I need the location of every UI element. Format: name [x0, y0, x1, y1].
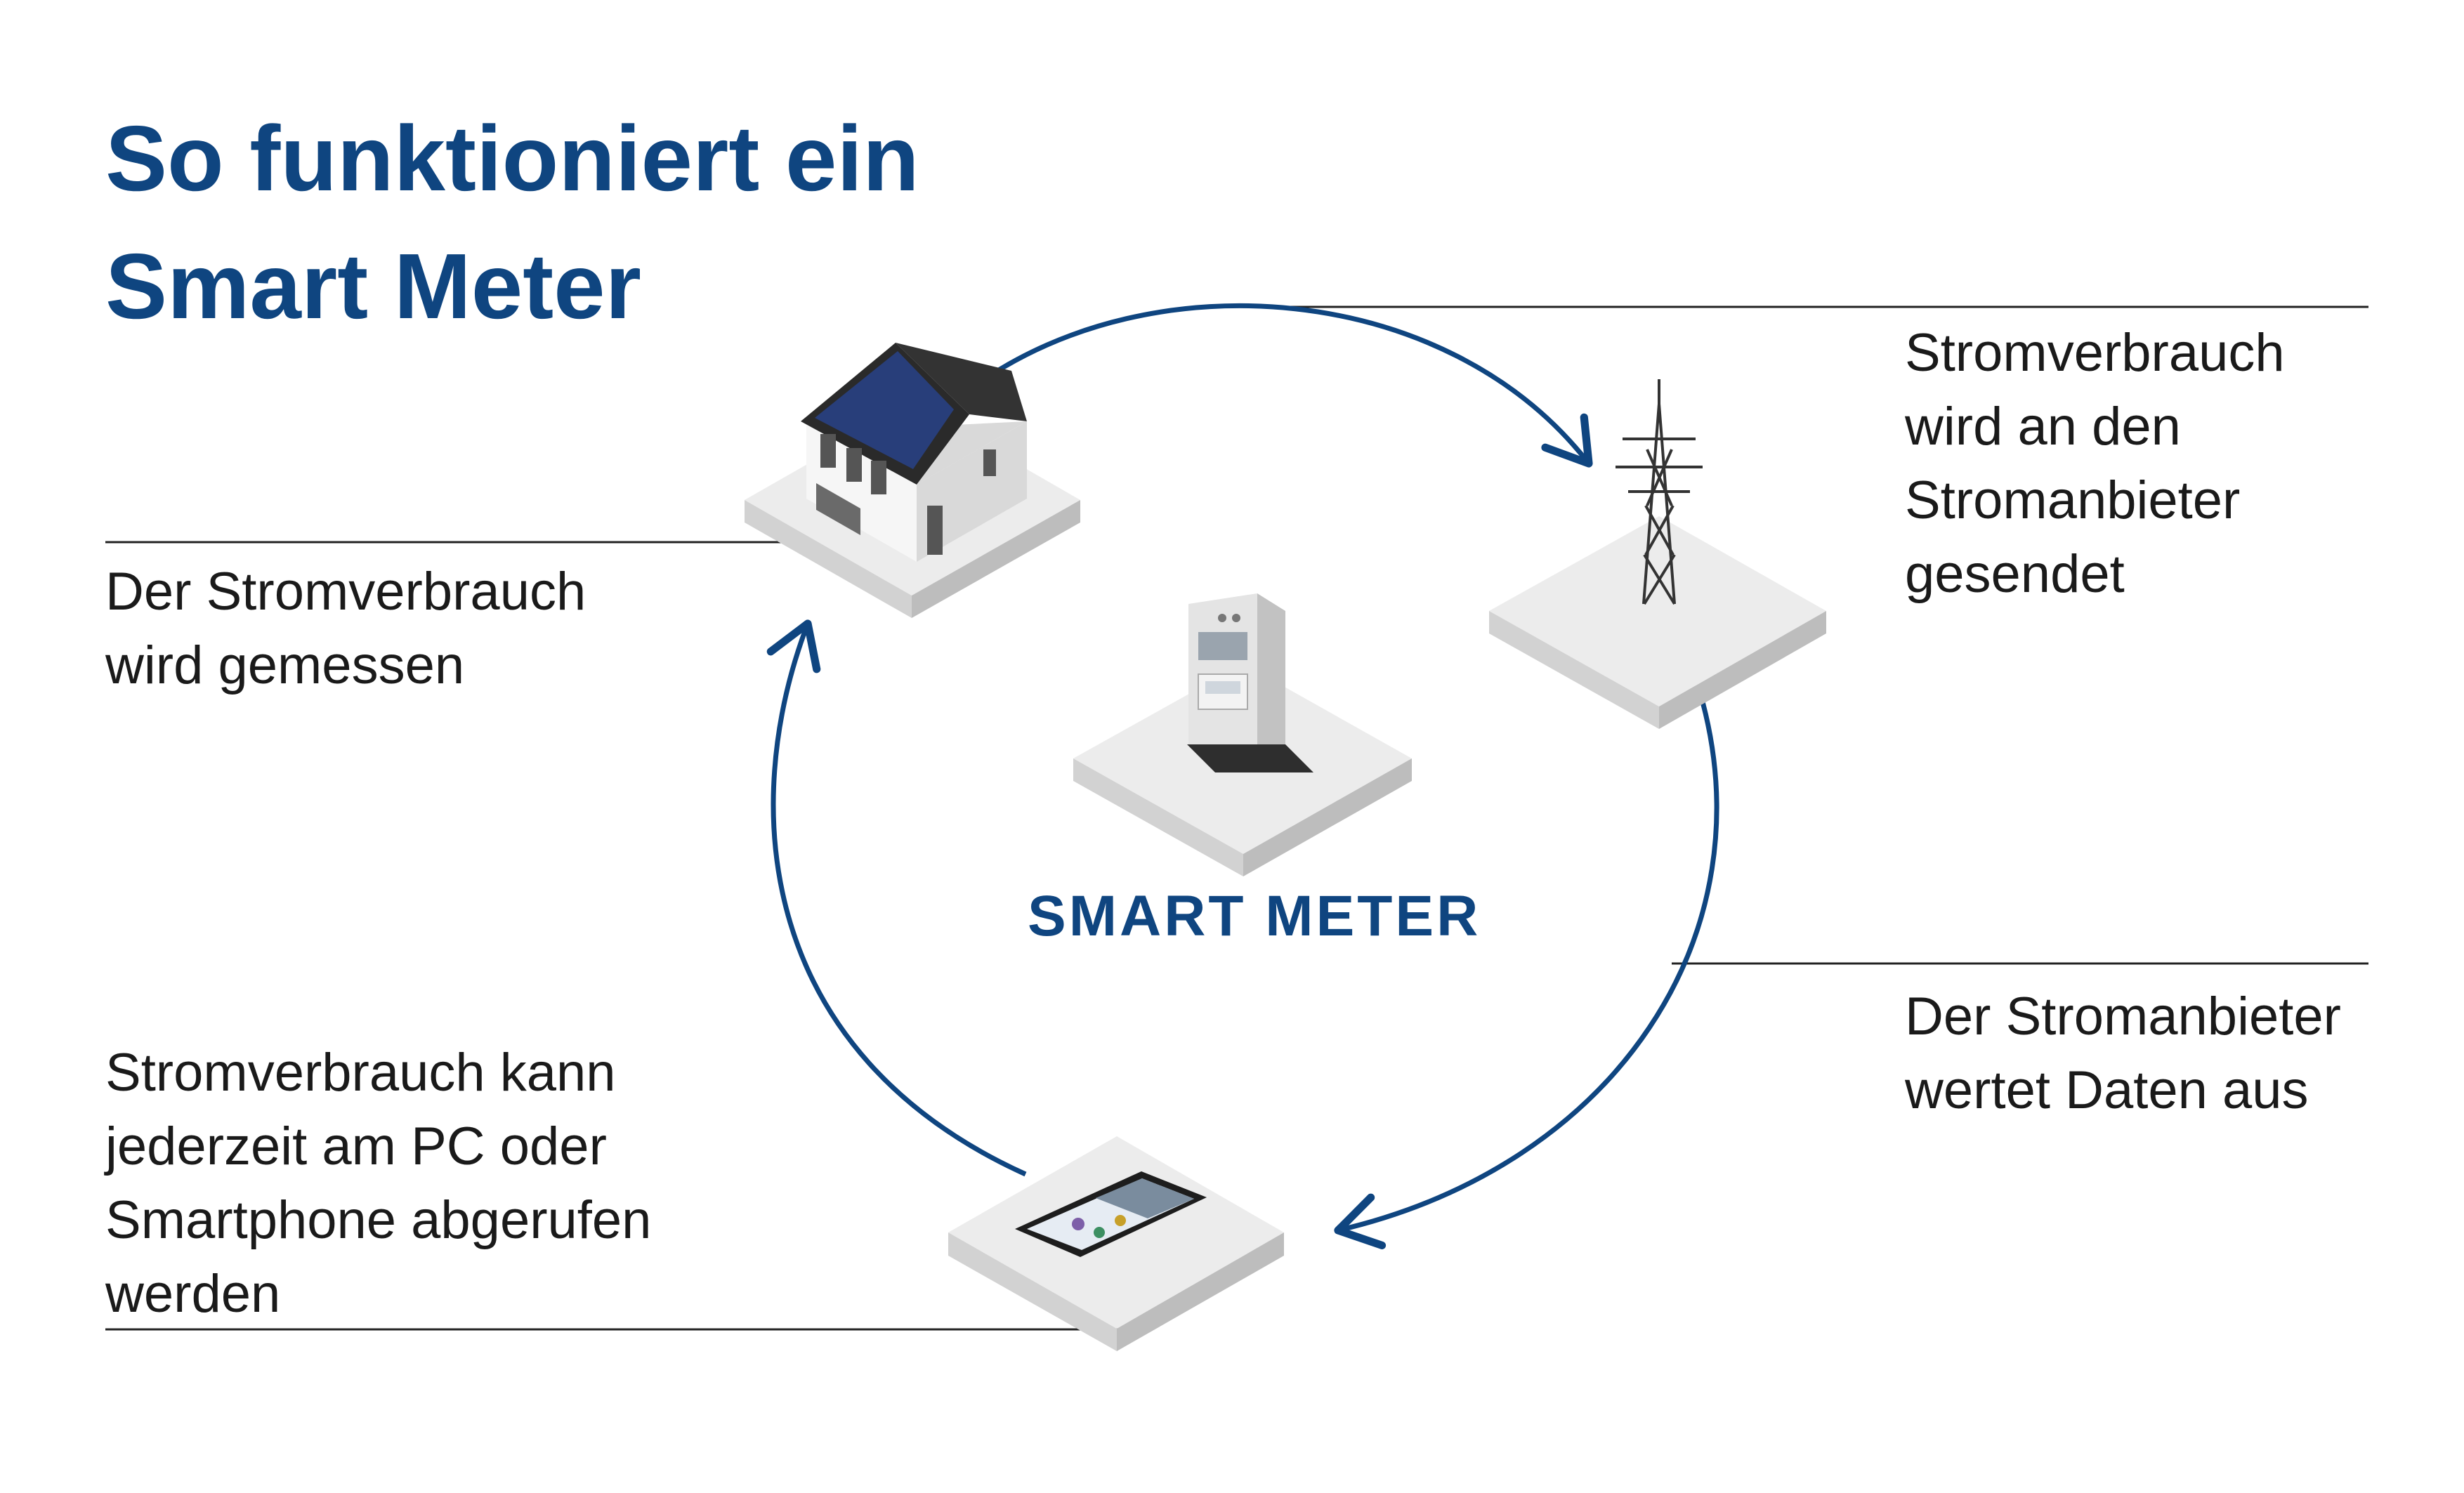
house-illustration: [745, 343, 1080, 618]
step-sent-line-3: Stromanbieter: [1905, 471, 2241, 530]
step-measured-line-2: wird gemessen: [105, 636, 465, 695]
step-evaluated-line-1: Der Stromanbieter: [1905, 987, 2341, 1046]
step-sent-line-1: Stromverbrauch: [1905, 323, 2285, 383]
step-sent-line-2: wird an den: [1905, 397, 2181, 456]
arrow-phone-to-house: [766, 619, 1027, 1177]
smart-meter-illustration: [1073, 593, 1412, 876]
phone-illustration: [948, 1136, 1284, 1351]
step-retrieved-caption: Stromverbrauch kann jederzeit am PC oder…: [105, 1036, 651, 1331]
arrow-house-to-pylon: [974, 303, 1593, 468]
step-measured-caption: Der Stromverbrauch wird gemessen: [105, 555, 586, 702]
step-measured-line-1: Der Stromverbrauch: [105, 562, 586, 621]
title-line-2: Smart Meter: [105, 235, 641, 338]
arrow-pylon-to-phone: [1334, 691, 1719, 1249]
step-sent-caption: Stromverbrauch wird an den Stromanbieter…: [1905, 316, 2285, 611]
step-retrieved-line-4: werden: [105, 1264, 281, 1324]
step-sent-line-4: gesendet: [1905, 544, 2125, 604]
page-title: So funktioniert ein Smart Meter: [105, 95, 919, 350]
title-line-1: So funktioniert ein: [105, 107, 919, 210]
pylon-illustration: [1489, 379, 1826, 729]
step-retrieved-line-1: Stromverbrauch kann: [105, 1043, 616, 1103]
step-evaluated-caption: Der Stromanbieter wertet Daten aus: [1905, 980, 2341, 1127]
smart-meter-label: SMART METER: [1028, 884, 1481, 948]
step-retrieved-line-2: jederzeit am PC oder: [105, 1117, 607, 1176]
step-retrieved-line-3: Smartphone abgerufen: [105, 1190, 652, 1250]
step-evaluated-line-2: wertet Daten aus: [1905, 1060, 2309, 1120]
